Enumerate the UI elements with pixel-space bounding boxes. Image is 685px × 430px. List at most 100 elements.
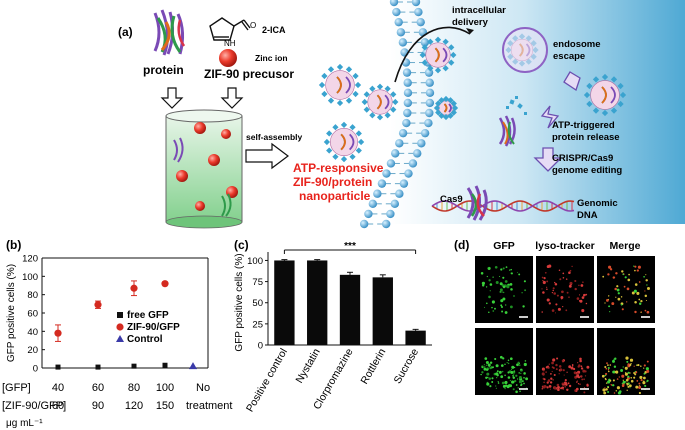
y-tick-label: 20 bbox=[27, 345, 38, 356]
fluorescence-spot bbox=[643, 376, 646, 380]
process-arrow bbox=[533, 147, 563, 172]
fluorescence-spot bbox=[485, 361, 489, 364]
fluorescence-spot bbox=[626, 287, 630, 291]
fluorescence-spot bbox=[541, 372, 545, 376]
np-protein bbox=[336, 76, 342, 94]
endosome bbox=[502, 27, 548, 73]
fluorescence-spot bbox=[568, 365, 572, 369]
zif-value-2: 90 bbox=[92, 400, 104, 412]
protein-icon bbox=[153, 9, 186, 56]
fluorescence-spot bbox=[551, 291, 554, 294]
fluorescence-spot bbox=[607, 369, 610, 371]
micrograph-bg bbox=[536, 256, 594, 323]
fluorescence-spot bbox=[543, 385, 547, 388]
fluorescence-spot bbox=[618, 390, 622, 393]
self-assembly-label: self-assembly bbox=[246, 132, 302, 142]
fluorescence-spot bbox=[628, 273, 630, 276]
lipid-head bbox=[381, 219, 391, 229]
micrograph-tile bbox=[475, 256, 533, 323]
fluorescence-spot bbox=[581, 378, 584, 381]
y-axis-label: GFP positive cells (%) bbox=[234, 253, 245, 351]
micrograph-tile bbox=[536, 328, 594, 395]
data-point-circle bbox=[54, 329, 62, 337]
ica-label: 2-ICA bbox=[262, 25, 286, 35]
category-label: Rottlerin bbox=[358, 346, 388, 386]
fluorescence-spot bbox=[569, 281, 573, 285]
fluorescence-spot bbox=[489, 283, 493, 286]
fluorescence-spot bbox=[550, 377, 553, 380]
fluorescence-spot bbox=[487, 363, 491, 367]
fluorescence-spot bbox=[568, 384, 572, 388]
fluorescence-spot bbox=[519, 364, 521, 366]
fluorescence-spot bbox=[515, 374, 518, 377]
fluorescence-spot bbox=[501, 291, 503, 293]
np-shell bbox=[332, 153, 339, 160]
fluorescence-spot bbox=[499, 288, 503, 292]
fluorescence-spot bbox=[576, 374, 580, 378]
fluorescence-spot bbox=[557, 307, 561, 311]
fluorescence-spot bbox=[579, 359, 582, 363]
fluorescence-spot bbox=[559, 278, 562, 281]
fluorescence-spot bbox=[500, 364, 504, 367]
imidazole-nh: NH bbox=[224, 39, 236, 48]
fluorescence-spot bbox=[635, 385, 639, 389]
np-shell bbox=[321, 72, 328, 80]
legend-marker bbox=[116, 323, 124, 331]
fluorescence-spot bbox=[621, 270, 624, 273]
fluorescence-spot bbox=[509, 380, 511, 382]
np-shell bbox=[327, 66, 335, 73]
fluorescence-spot bbox=[499, 291, 502, 293]
fluorescence-spot bbox=[630, 377, 632, 379]
legend-marker bbox=[116, 335, 124, 342]
fluorescence-spot bbox=[504, 311, 508, 314]
micrograph-bg bbox=[475, 256, 533, 323]
data-point-square bbox=[55, 364, 61, 370]
fluorescence-spot bbox=[541, 276, 544, 279]
fluorescence-spot bbox=[502, 267, 505, 270]
fluorescence-spot bbox=[555, 303, 558, 306]
fluorescence-spot bbox=[644, 309, 647, 312]
lipid-head bbox=[425, 98, 435, 108]
fluorescence-spot bbox=[494, 265, 498, 269]
fluorescence-spot bbox=[604, 365, 607, 369]
fluorescence-spot bbox=[646, 369, 650, 373]
fluorescence-spot bbox=[622, 379, 624, 381]
fluorescence-spot bbox=[501, 310, 504, 313]
data-point-circle bbox=[94, 301, 102, 309]
fluorescence-spot bbox=[480, 272, 484, 275]
lipid-head bbox=[403, 78, 412, 87]
fluorescence-spot bbox=[612, 379, 615, 382]
fluorescence-spot bbox=[572, 367, 576, 371]
lipid-head bbox=[403, 108, 412, 118]
fluorescence-spot bbox=[624, 372, 628, 376]
np-title-line3: nanoparticle bbox=[299, 189, 371, 203]
fluorescence-spot bbox=[509, 357, 513, 361]
fluorescence-spot bbox=[601, 374, 605, 378]
fluorescence-spot bbox=[580, 284, 584, 287]
fluorescence-spot bbox=[633, 365, 635, 367]
np-protein bbox=[376, 94, 382, 110]
fluorescence-spot bbox=[486, 372, 490, 376]
np-shell bbox=[327, 97, 335, 104]
fluorescence-spot bbox=[541, 288, 543, 290]
fluorescence-spot bbox=[499, 275, 501, 278]
np-shell bbox=[340, 121, 348, 129]
fluorescence-spot bbox=[486, 302, 488, 305]
fluorescence-spot bbox=[609, 364, 612, 366]
fluorescence-spot bbox=[579, 357, 582, 361]
fluorescence-spot bbox=[509, 305, 513, 309]
fluorescence-spot bbox=[613, 365, 617, 368]
fluorescence-spot bbox=[549, 388, 551, 390]
lipid-head bbox=[389, 0, 399, 7]
fluorescence-spot bbox=[496, 377, 498, 379]
lipid-head bbox=[386, 209, 395, 219]
fluorescence-spot bbox=[580, 365, 583, 368]
fluorescence-spot bbox=[511, 365, 515, 369]
fluorescence-spot bbox=[638, 382, 641, 385]
fluorescence-spot bbox=[645, 299, 647, 302]
fluorescence-spot bbox=[615, 296, 617, 298]
fluorescence-spot bbox=[515, 384, 518, 386]
fluorescence-spot bbox=[504, 380, 508, 385]
np-shell bbox=[326, 130, 333, 137]
